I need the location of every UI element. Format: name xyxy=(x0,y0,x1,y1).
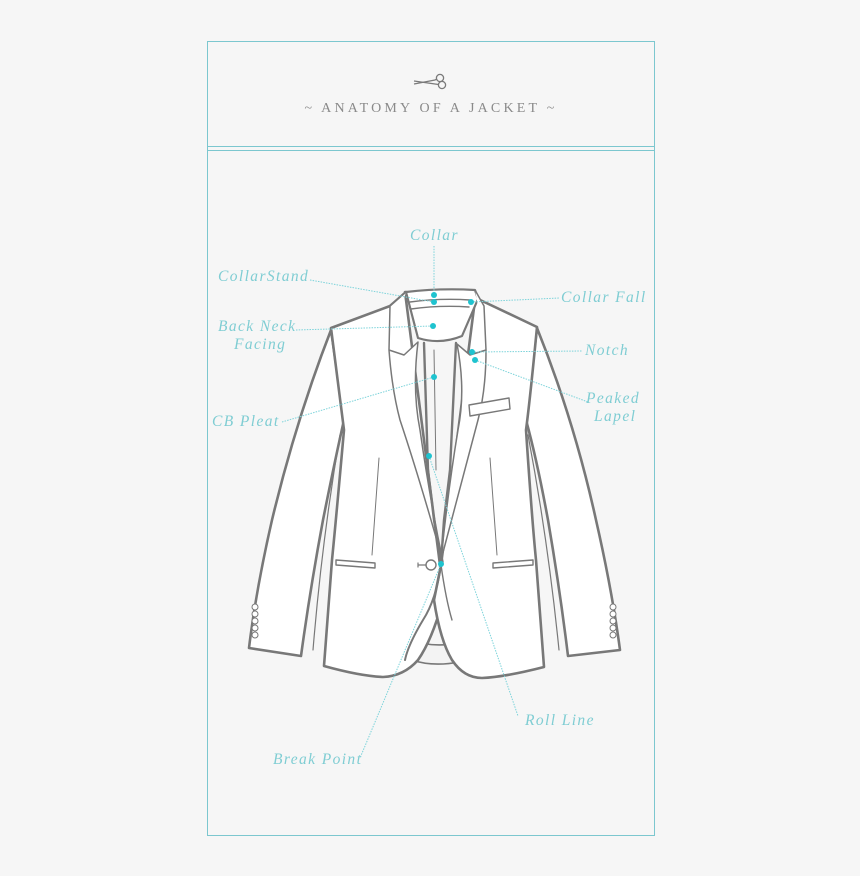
header-divider-bottom xyxy=(207,150,655,151)
label-collar: Collar xyxy=(410,227,459,244)
diagram-frame xyxy=(207,41,655,836)
label-back-neck-facing-line1: Back Neck xyxy=(218,318,297,335)
label-back-neck-facing-line2: Facing xyxy=(234,336,287,353)
label-break-point: Break Point xyxy=(273,751,363,768)
page-title: ~ ANATOMY OF A JACKET ~ xyxy=(304,101,558,116)
label-roll-line: Roll Line xyxy=(525,712,595,729)
label-cb-pleat: CB Pleat xyxy=(212,413,280,430)
header-divider-top xyxy=(207,146,655,147)
label-peaked-lapel-line1: Peaked xyxy=(586,390,641,407)
scissors-icon xyxy=(413,73,447,90)
label-peaked-lapel-line2: Lapel xyxy=(594,408,637,425)
label-collar-stand: CollarStand xyxy=(218,268,310,285)
label-collar-fall: Collar Fall xyxy=(561,289,647,306)
label-notch: Notch xyxy=(585,342,630,359)
